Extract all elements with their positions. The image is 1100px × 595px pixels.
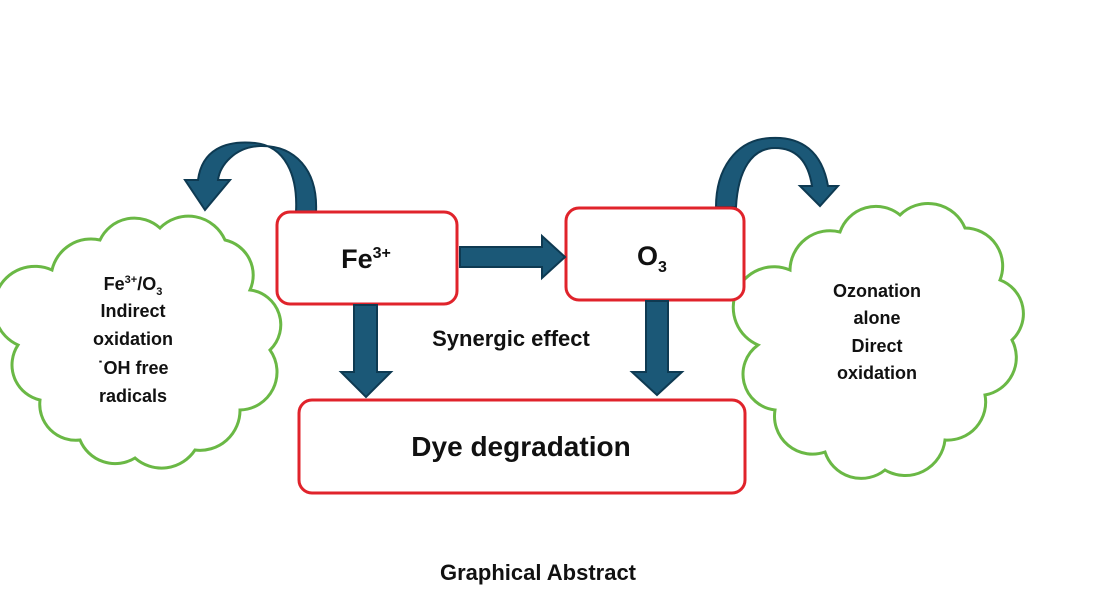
left-cloud: Fe3+/O3 Indirect oxidation ˙OH free radi… bbox=[0, 214, 283, 470]
curved-arrow-to-left-cloud bbox=[183, 141, 318, 213]
curved-arrow-left-body bbox=[183, 141, 318, 213]
synergy-label: Synergic effect bbox=[432, 326, 590, 351]
left-cloud-line-5: radicals bbox=[99, 386, 167, 406]
left-cloud-line-1: Fe3+/O3 bbox=[104, 274, 163, 298]
fe-node-label: Fe3+ bbox=[341, 244, 391, 274]
fe-node: Fe3+ bbox=[275, 210, 459, 306]
dye-node-box bbox=[297, 398, 747, 495]
left-cloud-line-4: ˙OH free bbox=[97, 358, 168, 378]
right-cloud-line-2: alone bbox=[853, 308, 900, 328]
dye-node: Dye degradation bbox=[297, 398, 747, 495]
right-cloud-line-1: Ozonation bbox=[833, 281, 921, 301]
left-cloud-line-2: Indirect bbox=[100, 301, 165, 321]
o3-node-label: O3 bbox=[637, 241, 667, 276]
arrow-o3-to-dye bbox=[629, 300, 685, 397]
dye-node-label: Dye degradation bbox=[411, 431, 630, 462]
right-cloud: Ozonation alone Direct oxidation bbox=[731, 201, 1025, 480]
right-cloud-line-3: Direct bbox=[851, 336, 902, 356]
arrow-fe-to-dye bbox=[338, 304, 394, 399]
caption: Graphical Abstract bbox=[440, 560, 637, 585]
right-cloud-line-4: oxidation bbox=[837, 363, 917, 383]
arrow-fe-to-o3 bbox=[459, 233, 567, 281]
o3-node: O3 bbox=[564, 206, 746, 302]
left-cloud-outline bbox=[0, 214, 283, 470]
curved-arrow-to-right-cloud bbox=[714, 136, 841, 208]
curved-arrow-right-body bbox=[714, 136, 841, 208]
left-cloud-line-3: oxidation bbox=[93, 329, 173, 349]
right-cloud-outline bbox=[731, 201, 1025, 480]
